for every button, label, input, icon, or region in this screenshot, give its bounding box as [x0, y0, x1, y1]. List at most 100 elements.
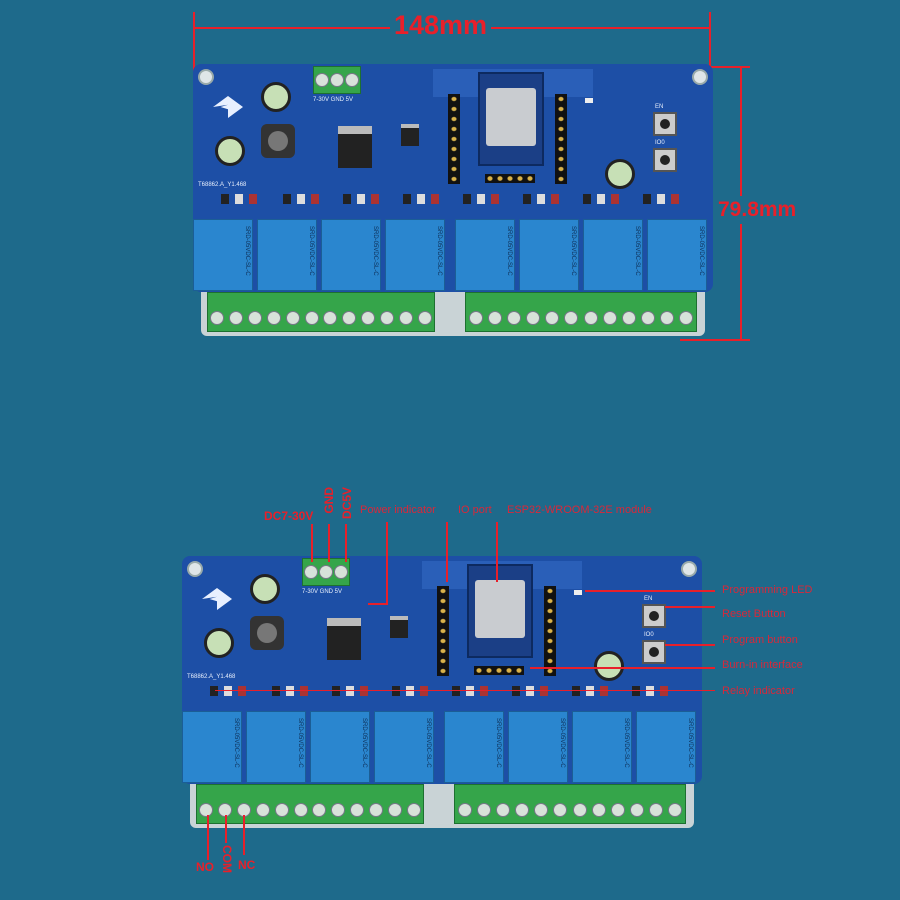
- io-header-right: [544, 586, 556, 676]
- terminal-screw: [417, 311, 432, 325]
- relay: SRD-05VDC-SL-C: [455, 219, 515, 291]
- width-tick-left: [193, 12, 195, 87]
- relay: SRD-05VDC-SL-C: [321, 219, 381, 291]
- relay-indicator-circuit: [512, 686, 552, 696]
- label-program-button: Program button: [722, 634, 798, 646]
- power-terminal-silk: 7-30V GND 5V: [313, 97, 354, 103]
- io0-silk: IO0: [655, 140, 665, 146]
- ldo-regulator: [401, 124, 419, 146]
- relay-indicator-circuit: [332, 686, 372, 696]
- relay: SRD-05VDC-SL-C: [647, 219, 707, 291]
- reset-button[interactable]: [642, 604, 666, 628]
- terminal-screw: [350, 803, 365, 817]
- relay-indicator-circuit: [463, 194, 503, 204]
- board-id-silk: T68862.A_Y1.468: [187, 674, 236, 680]
- terminal-screw: [274, 803, 289, 817]
- capacitor: [605, 159, 635, 189]
- terminal-screw: [398, 311, 413, 325]
- terminal-screw: [621, 311, 636, 325]
- relay-board-annotated: 7-30V GND 5V T68862.A_Y1.468 EN IO0 SRD-…: [182, 556, 702, 828]
- relay: SRD-05VDC-SL-C: [583, 219, 643, 291]
- relay-model: SRD-05VDC-SL-C: [436, 226, 442, 276]
- relay-indicator-circuit: [643, 194, 683, 204]
- pointer-line: [386, 522, 388, 604]
- relay-model: SRD-05VDC-SL-C: [308, 226, 314, 276]
- io0-silk: IO0: [644, 632, 654, 638]
- board-id-silk: T68862.A_Y1.468: [198, 182, 247, 188]
- relay: SRD-05VDC-SL-C: [636, 711, 696, 783]
- terminal-screw: [679, 311, 694, 325]
- terminal-screw: [572, 803, 587, 817]
- terminal-screw: [583, 311, 598, 325]
- terminal-screw: [229, 311, 244, 325]
- relay-board-top: 7-30V GND 5V T68862.A_Y1.468 EN IO0 SRD-…: [193, 64, 713, 336]
- terminal-screw: [285, 311, 300, 325]
- relay: SRD-05VDC-SL-C: [246, 711, 306, 783]
- io-header-left: [448, 94, 460, 184]
- relay-model: SRD-05VDC-SL-C: [506, 226, 512, 276]
- terminal-screw: [468, 311, 483, 325]
- relay-terminal-block-left: [207, 292, 435, 332]
- pointer-line: [496, 522, 498, 582]
- program-button[interactable]: [642, 640, 666, 664]
- program-button[interactable]: [653, 148, 677, 172]
- esp32-module: [478, 72, 544, 166]
- voltage-regulator: [338, 126, 372, 168]
- terminal-screw: [361, 311, 376, 325]
- label-no: NO: [196, 860, 214, 874]
- terminal-screw: [534, 803, 549, 817]
- relay: SRD-05VDC-SL-C: [508, 711, 568, 783]
- logo-icon: [213, 96, 243, 118]
- terminal-screw: [506, 311, 521, 325]
- pointer-line: [215, 690, 715, 691]
- relay-indicator-circuit: [210, 686, 250, 696]
- relay-indicator-circuit: [343, 194, 383, 204]
- power-terminal: [313, 66, 361, 94]
- relay-model: SRD-05VDC-SL-C: [244, 226, 250, 276]
- terminal-screw: [495, 803, 510, 817]
- pointer-line: [345, 524, 347, 562]
- terminal-screw: [248, 311, 263, 325]
- relay: SRD-05VDC-SL-C: [257, 219, 317, 291]
- relay-indicator-circuit: [572, 686, 612, 696]
- relay-model: SRD-05VDC-SL-C: [570, 226, 576, 276]
- terminal-screw: [515, 803, 530, 817]
- relay-indicator-circuit: [221, 194, 261, 204]
- relay-indicator-circuit: [583, 194, 623, 204]
- pointer-line: [446, 522, 448, 582]
- relay-model: SRD-05VDC-SL-C: [233, 718, 239, 768]
- voltage-regulator: [327, 618, 361, 660]
- mount-hole: [681, 561, 697, 577]
- mount-hole: [692, 69, 708, 85]
- pointer-line: [665, 644, 715, 646]
- io-header-left: [437, 586, 449, 676]
- power-terminal: [302, 558, 350, 586]
- reset-button[interactable]: [653, 112, 677, 136]
- terminal-screw: [342, 311, 357, 325]
- label-reset-button: Reset Button: [722, 608, 786, 620]
- label-dc5v: DC5V: [340, 487, 354, 520]
- relay-indicator-circuit: [523, 194, 563, 204]
- relay-indicator-circuit: [283, 194, 323, 204]
- relay-model: SRD-05VDC-SL-C: [372, 226, 378, 276]
- pointer-line: [328, 524, 330, 562]
- height-tick-top: [690, 66, 750, 68]
- terminal-screw: [610, 803, 625, 817]
- capacitor: [250, 574, 280, 604]
- terminal-screw: [199, 803, 214, 817]
- relay: SRD-05VDC-SL-C: [385, 219, 445, 291]
- terminal-screw: [602, 311, 617, 325]
- terminal-screw: [293, 803, 308, 817]
- relay-model: SRD-05VDC-SL-C: [698, 226, 704, 276]
- label-relay-indicator: Relay indicator: [722, 685, 795, 697]
- relay-indicator-circuit: [392, 686, 432, 696]
- pointer-line: [243, 815, 245, 855]
- relay: SRD-05VDC-SL-C: [310, 711, 370, 783]
- label-burn-in-interface: Burn-in interface: [722, 659, 803, 671]
- relay: SRD-05VDC-SL-C: [572, 711, 632, 783]
- terminal-screw: [476, 803, 491, 817]
- terminal-screw: [331, 803, 346, 817]
- terminal-screw: [379, 311, 394, 325]
- en-silk: EN: [644, 596, 653, 602]
- terminal-screw: [457, 803, 472, 817]
